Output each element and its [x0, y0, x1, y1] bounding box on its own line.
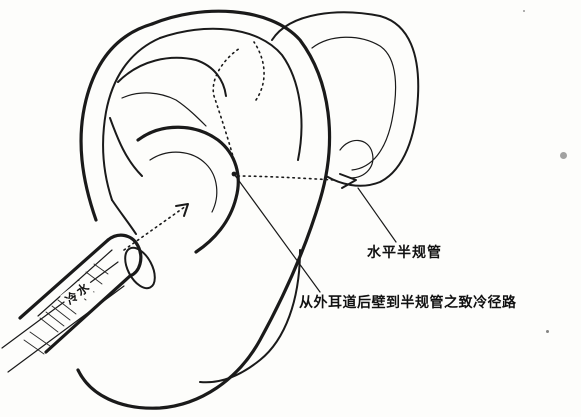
cooling-path-dots-2 — [254, 42, 264, 100]
concha-outline — [138, 127, 238, 252]
helix-inner-rim — [160, 29, 301, 160]
cooling-path-dots-3 — [238, 176, 334, 180]
flow-arrowhead — [176, 204, 188, 216]
flow-arrow — [124, 206, 186, 250]
cooling-path-label: 从外耳道后壁到半规管之致冷径路 — [299, 292, 517, 312]
horizontal-canal-label: 水平半规管 — [367, 242, 442, 262]
cooling-path-dots — [213, 48, 240, 176]
antihelix-crus — [122, 93, 206, 126]
path-origin-dot — [232, 172, 237, 177]
antihelix — [118, 58, 226, 96]
concha-inner — [150, 152, 217, 212]
semicircular-canal-loop — [340, 140, 373, 178]
scan-speck — [523, 10, 525, 12]
water-stream-line — [2, 262, 118, 348]
leader-path — [234, 174, 320, 292]
antihelix-lower — [110, 118, 142, 176]
semicircular-canal-outline — [272, 12, 418, 185]
semicircular-canal-inner — [312, 37, 396, 170]
leader-canal — [358, 188, 396, 242]
helix-left-edge — [81, 24, 152, 220]
scan-speck — [546, 330, 549, 333]
lobule-outline — [200, 250, 300, 382]
tragus — [112, 200, 136, 234]
scan-speck — [560, 152, 567, 159]
